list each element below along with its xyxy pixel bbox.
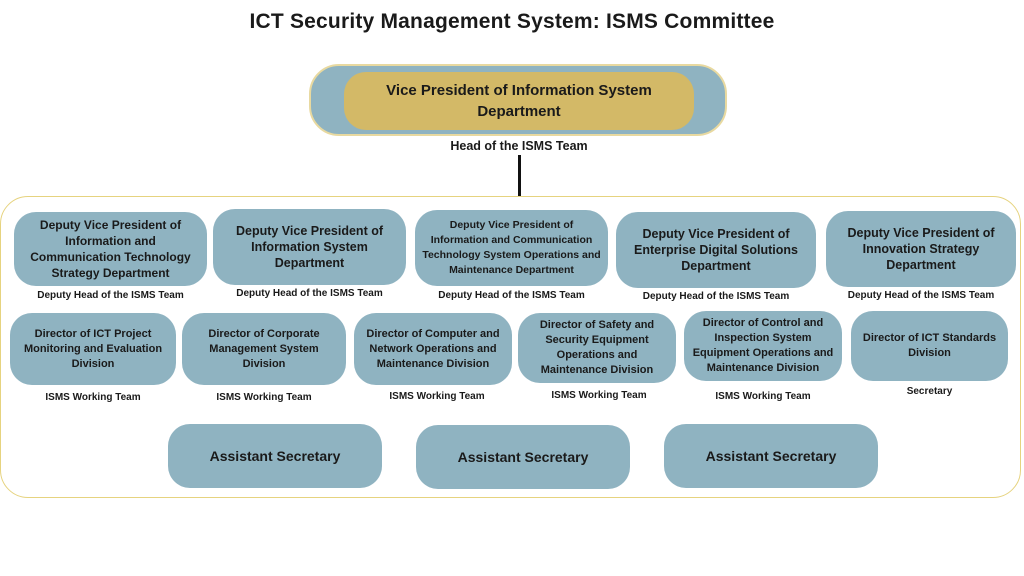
- director-caption-2: ISMS Working Team: [216, 392, 312, 403]
- deputy-caption-3: Deputy Head of the ISMS Team: [438, 290, 585, 301]
- head-caption: Head of the ISMS Team: [450, 139, 588, 153]
- assistant-secretary-box-3: Assistant Secretary: [664, 424, 878, 488]
- vice-president-box: Vice President of Information System Dep…: [344, 72, 694, 130]
- director-caption-5: ISMS Working Team: [715, 391, 811, 402]
- secretary-caption: Secretary: [906, 386, 953, 397]
- deputy-box-5: Deputy Vice President of Innovation Stra…: [826, 211, 1016, 287]
- director-box-1: Director of ICT Project Monitoring and E…: [10, 313, 176, 385]
- deputy-box-3: Deputy Vice President of Information and…: [415, 210, 608, 286]
- director-caption-1: ISMS Working Team: [45, 392, 141, 403]
- connector-line: [518, 155, 521, 197]
- deputy-caption-5: Deputy Head of the ISMS Team: [847, 290, 995, 301]
- director-box-4: Director of Safety and Security Equipmen…: [518, 313, 676, 383]
- deputy-box-1: Deputy Vice President of Information and…: [14, 212, 207, 286]
- assistant-secretary-box-1: Assistant Secretary: [168, 424, 382, 488]
- deputy-caption-2: Deputy Head of the ISMS Team: [236, 288, 383, 299]
- director-box-5: Director of Control and Inspection Syste…: [684, 311, 842, 381]
- director-caption-3: ISMS Working Team: [389, 391, 485, 402]
- director-caption-4: ISMS Working Team: [551, 390, 647, 401]
- deputy-caption-1: Deputy Head of the ISMS Team: [37, 290, 184, 301]
- deputy-caption-4: Deputy Head of the ISMS Team: [642, 291, 790, 302]
- chart-title: ICT Security Management System: ISMS Com…: [249, 10, 775, 33]
- director-box-3: Director of Computer and Network Operati…: [354, 313, 512, 385]
- deputy-box-4: Deputy Vice President of Enterprise Digi…: [616, 212, 816, 288]
- director-box-2: Director of Corporate Management System …: [182, 313, 346, 385]
- assistant-secretary-box-2: Assistant Secretary: [416, 425, 630, 489]
- deputy-box-2: Deputy Vice President of Information Sys…: [213, 209, 406, 285]
- committee-frame: [0, 196, 1021, 498]
- director-box-6: Director of ICT Standards Division: [851, 311, 1008, 381]
